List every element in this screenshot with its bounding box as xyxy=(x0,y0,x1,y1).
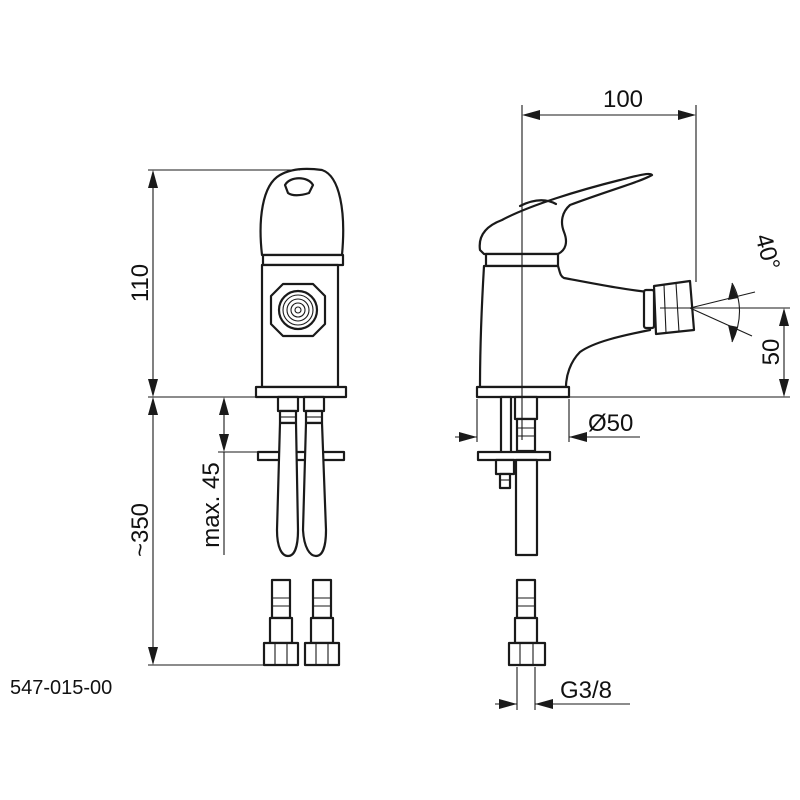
front-connector-left xyxy=(262,578,300,667)
dimension-angle-40: 40° xyxy=(689,231,785,343)
label-50: 50 xyxy=(758,339,785,366)
dimension-350: ~350 xyxy=(127,397,270,666)
side-connector xyxy=(507,578,547,667)
label-40: 40° xyxy=(750,231,785,273)
front-handle-indicator xyxy=(283,177,315,197)
label-max45: max. 45 xyxy=(198,462,225,547)
front-hose-left xyxy=(275,421,300,558)
dimension-diameter-50: Ø50 xyxy=(455,399,640,442)
label-thread: G3/8 xyxy=(560,677,612,704)
side-base xyxy=(475,385,571,399)
label-350: ~350 xyxy=(127,503,154,557)
dimension-50: 50 xyxy=(569,307,790,398)
drawing-code: 547-015-00 xyxy=(10,677,112,699)
side-view xyxy=(475,172,696,667)
front-fixing-plate xyxy=(256,450,346,462)
side-lever xyxy=(478,172,654,256)
side-body xyxy=(478,264,652,389)
label-100: 100 xyxy=(603,86,643,113)
label-diameter-50: Ø50 xyxy=(588,410,633,437)
front-hose-right xyxy=(301,421,328,558)
side-hose xyxy=(514,458,539,557)
side-fixing-plate xyxy=(476,450,552,462)
dimension-100: 100 xyxy=(521,86,697,440)
front-view xyxy=(254,167,348,667)
dimension-thread: G3/8 xyxy=(495,667,630,710)
front-handle xyxy=(259,167,345,257)
label-110: 110 xyxy=(127,264,154,302)
front-base xyxy=(254,385,348,399)
dimension-max45: max. 45 xyxy=(198,397,258,555)
front-connector-right xyxy=(303,578,341,667)
dimension-110: 110 xyxy=(127,169,300,398)
front-aerator xyxy=(269,282,327,338)
